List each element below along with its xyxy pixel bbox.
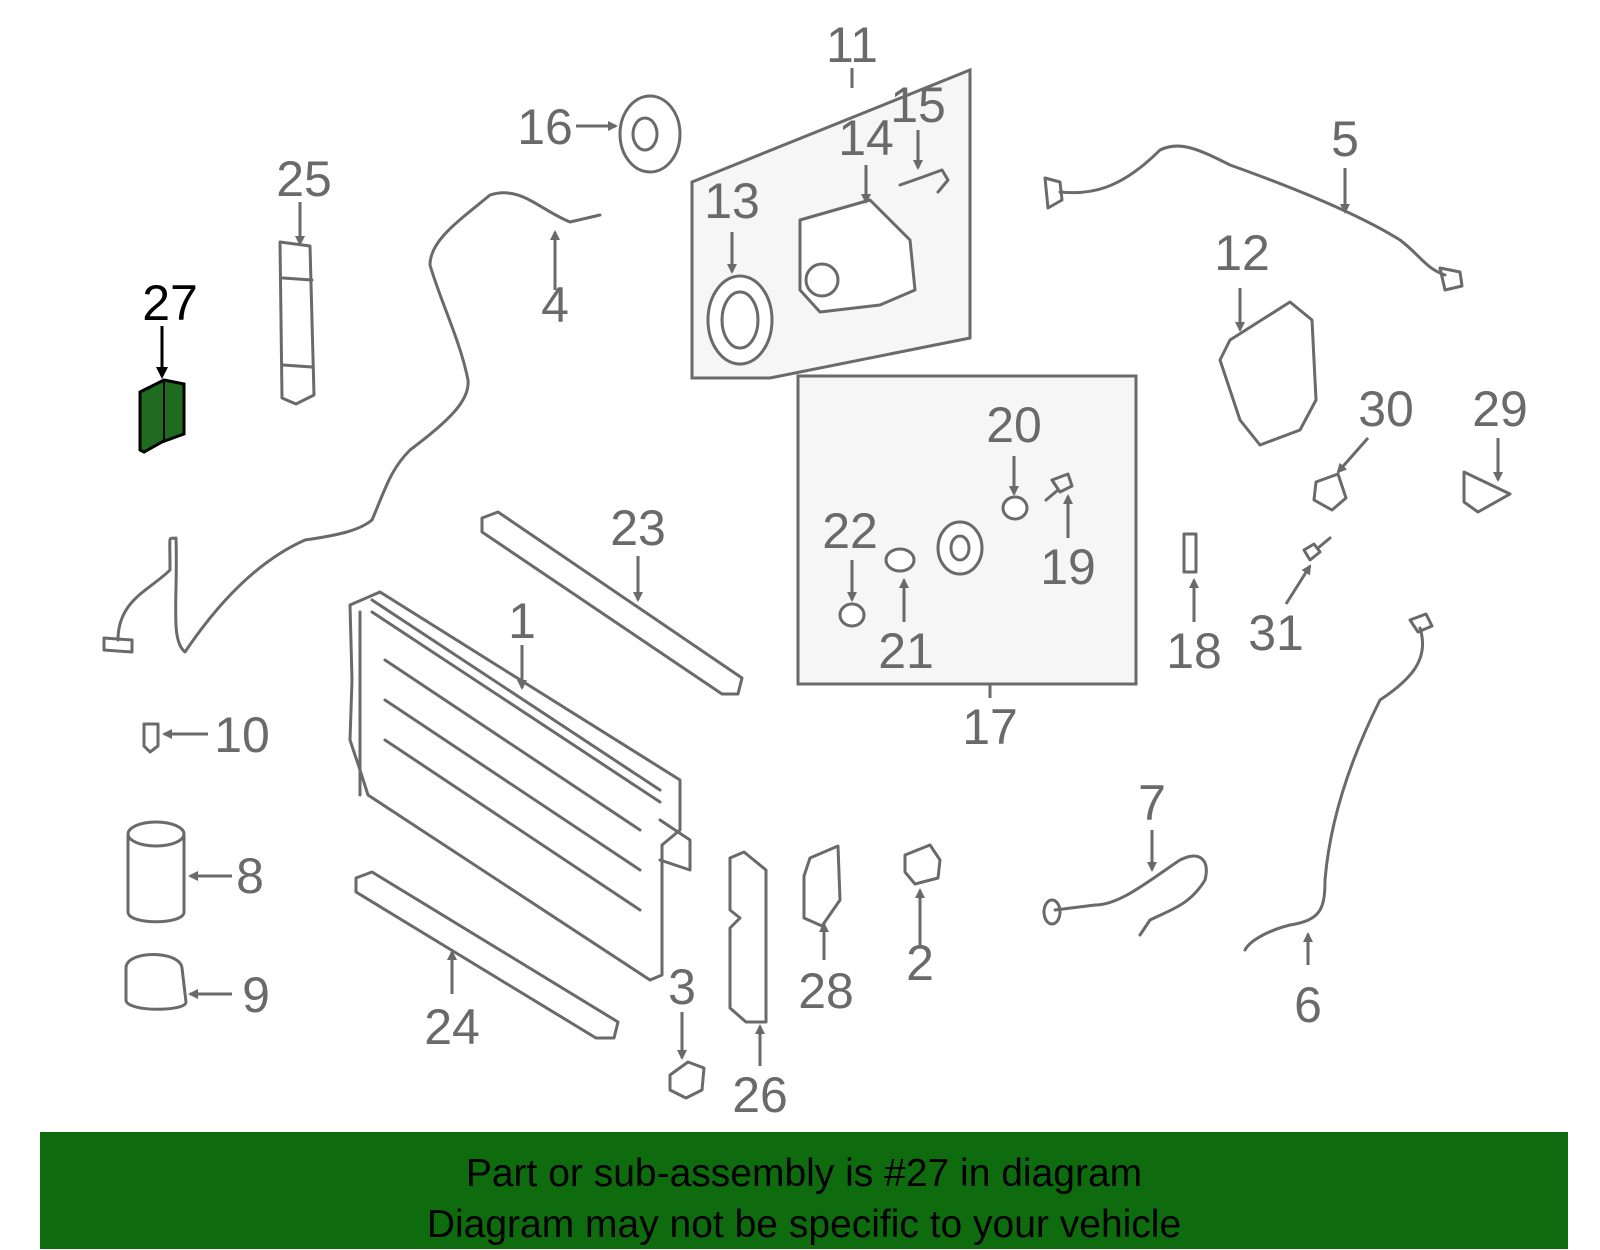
callout-16: 16 bbox=[517, 99, 573, 155]
bolt-31-part bbox=[1302, 536, 1332, 562]
callout-17: 17 bbox=[962, 699, 1018, 755]
liquid-hose-part bbox=[1243, 626, 1425, 952]
small-hose-part bbox=[898, 168, 950, 194]
callout-14: 14 bbox=[838, 110, 894, 166]
compressor-part bbox=[798, 198, 917, 314]
callout-23: 23 bbox=[610, 500, 666, 556]
receiver-drier-part bbox=[126, 820, 186, 924]
vertical-seal-part bbox=[278, 240, 316, 406]
callout-29: 29 bbox=[1472, 381, 1528, 437]
callout-21: 21 bbox=[878, 623, 934, 679]
callout-12: 12 bbox=[1214, 225, 1270, 281]
bolt-18-part bbox=[1182, 532, 1198, 574]
selection-banner: Part or sub-assembly is #27 in diagram D… bbox=[40, 1132, 1568, 1249]
lower-seal-part bbox=[354, 870, 620, 1040]
clutch-pulley-part bbox=[706, 274, 774, 366]
callout-3: 3 bbox=[668, 959, 696, 1015]
banner-line-2: Diagram may not be specific to your vehi… bbox=[426, 1203, 1182, 1246]
selected-part-27[interactable] bbox=[138, 378, 186, 454]
spacer-22-part bbox=[838, 602, 866, 628]
callout-4: 4 bbox=[541, 277, 569, 333]
callout-9: 9 bbox=[242, 967, 270, 1023]
suction-line-part bbox=[1058, 144, 1447, 277]
callout-28: 28 bbox=[798, 963, 854, 1019]
upper-seal-part bbox=[480, 510, 744, 696]
callout-30: 30 bbox=[1358, 381, 1414, 437]
callout-20: 20 bbox=[986, 397, 1042, 453]
bolt-19-part bbox=[1044, 472, 1074, 502]
callout-26: 26 bbox=[732, 1067, 788, 1123]
drier-clamp-part bbox=[124, 953, 188, 1011]
bracket-29-part bbox=[1462, 470, 1512, 514]
side-seal-part bbox=[728, 850, 768, 1024]
idler-pulley-part bbox=[618, 94, 682, 174]
discharge-line-part bbox=[116, 191, 602, 654]
callout-1: 1 bbox=[508, 593, 536, 649]
condenser-part bbox=[348, 590, 692, 982]
mount-bracket-part bbox=[668, 1060, 706, 1100]
clutch-plate-part bbox=[936, 520, 984, 576]
callout-15: 15 bbox=[890, 77, 946, 133]
cushion-part bbox=[903, 843, 942, 886]
callout-10: 10 bbox=[214, 707, 270, 763]
receiver-line-part bbox=[1053, 854, 1208, 937]
nut-20-part bbox=[1001, 495, 1029, 521]
callout-31: 31 bbox=[1248, 605, 1304, 661]
callout-18: 18 bbox=[1166, 623, 1222, 679]
banner-line-1: Part or sub-assembly is #27 in diagram bbox=[465, 1152, 1143, 1195]
callout-8: 8 bbox=[236, 848, 264, 904]
callout-22: 22 bbox=[822, 503, 878, 559]
callout-11: 11 bbox=[826, 17, 878, 73]
valve-10-part bbox=[142, 722, 160, 754]
washer-21-part bbox=[884, 547, 916, 573]
callout-25: 25 bbox=[276, 151, 332, 207]
callout-6: 6 bbox=[1294, 977, 1322, 1033]
callout-2: 2 bbox=[906, 935, 934, 991]
clip-30-part bbox=[1312, 472, 1348, 512]
callout-24: 24 bbox=[424, 999, 480, 1055]
compressor-bracket-part bbox=[1218, 300, 1318, 447]
bracket-seal-part bbox=[802, 844, 842, 928]
callout-5: 5 bbox=[1331, 111, 1359, 167]
callout-7: 7 bbox=[1138, 775, 1166, 831]
callout-27-selected[interactable]: 27 bbox=[142, 275, 198, 331]
callout-13: 13 bbox=[704, 173, 760, 229]
callout-19: 19 bbox=[1040, 539, 1096, 595]
